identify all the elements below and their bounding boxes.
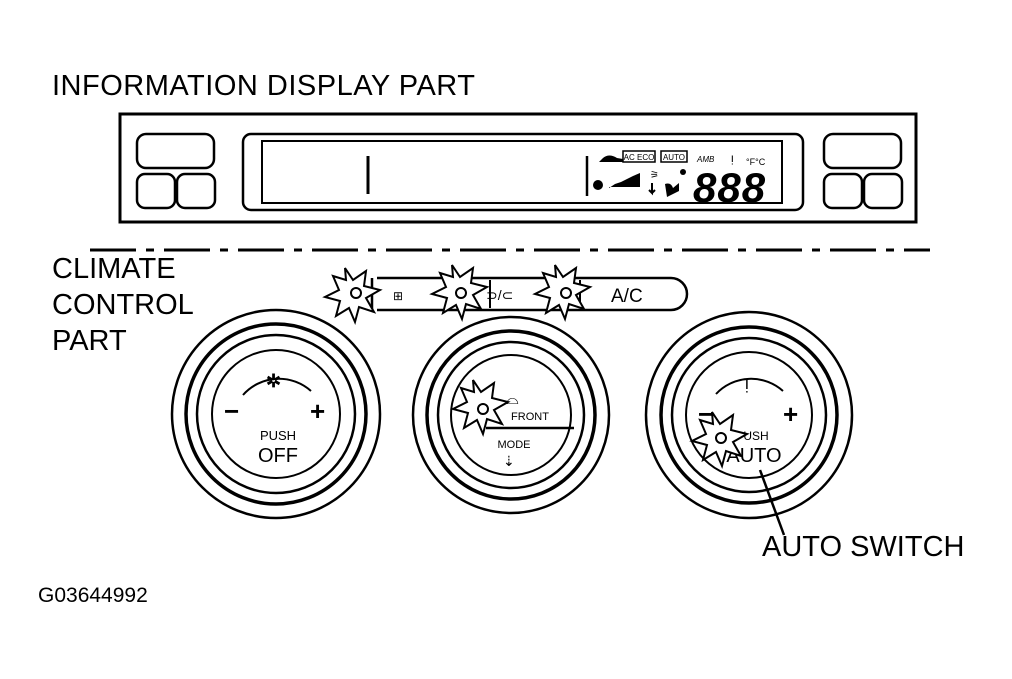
display-pressed-tag: AUTO [663,153,685,162]
display-right-bottom-right-button[interactable] [862,172,904,210]
lcd-screen [261,140,783,204]
recirculation-icon: ⊃/⊂ [486,287,513,303]
lcd-status-icons: AC ECO AUTO ⚞ AMB ᴉ °F°C 888 [593,150,766,211]
ambient-tag: AMB [696,155,715,164]
defog-icon: ⊞ [393,289,403,303]
airflow-arrow-icon [648,183,656,196]
display-left-top-button[interactable] [135,132,216,170]
fan-off-label: OFF [258,445,298,467]
mode-label: MODE [498,439,531,451]
fan-plus-label: + [310,396,325,426]
information-display-panel [118,112,918,224]
thermometer-icon: ᴉ [745,374,749,393]
auto-switch-label: AUTO [726,445,781,467]
mode-airflow-icon: ⇣ [503,453,515,469]
ac-button[interactable]: A/C [532,264,643,323]
auto-switch-callout-label: AUTO SWITCH [762,531,965,563]
temperature-readout: 888 [693,164,766,211]
figure-code: G03644992 [38,584,148,607]
display-left-bottom-right-button[interactable] [175,172,217,210]
mode-knob[interactable]: ⌓ FRONT MODE ⇣ [411,315,611,515]
climate-control-label-line3: PART [52,325,127,357]
fan-icon: ✲ [266,371,281,391]
fan-speed-bars-icon [609,173,640,188]
front-defrost-icon: ⌓ [506,391,519,408]
temperature-knob[interactable]: ᴉ − + PUSH AUTO [644,310,854,520]
defrost-icon: ⚞ [650,170,659,181]
climate-control-label-line2: CONTROL [52,289,194,321]
ac-button-label: A/C [611,286,643,307]
temp-units: °F°C [746,157,766,167]
defog-button[interactable]: ⊞ [322,267,403,326]
fan-knob[interactable]: ✲ − + PUSH OFF [170,308,382,520]
auto-switch-leader-line [758,469,786,536]
display-left-bottom-left-button[interactable] [135,172,177,210]
fan-icon [593,180,603,190]
car-icon [599,155,623,162]
fan-push-label: PUSH [260,428,296,443]
thermometer-icon: ᴉ [731,151,734,165]
display-right-top-button[interactable] [822,132,903,170]
climate-control-label-line1: CLIMATE [52,253,176,285]
temp-plus-label: + [783,399,798,429]
mode-front-label: FRONT [511,411,549,423]
seated-passenger-icon [665,183,679,197]
display-right-bottom-left-button[interactable] [822,172,864,210]
fan-minus-label: − [224,396,239,426]
recirculation-button[interactable]: ⊃/⊂ [429,264,513,323]
lcd-screen-bezel [241,132,805,212]
information-display-title: INFORMATION DISPLAY PART [52,70,476,102]
ac-eco-indicator: AC ECO [624,153,655,162]
